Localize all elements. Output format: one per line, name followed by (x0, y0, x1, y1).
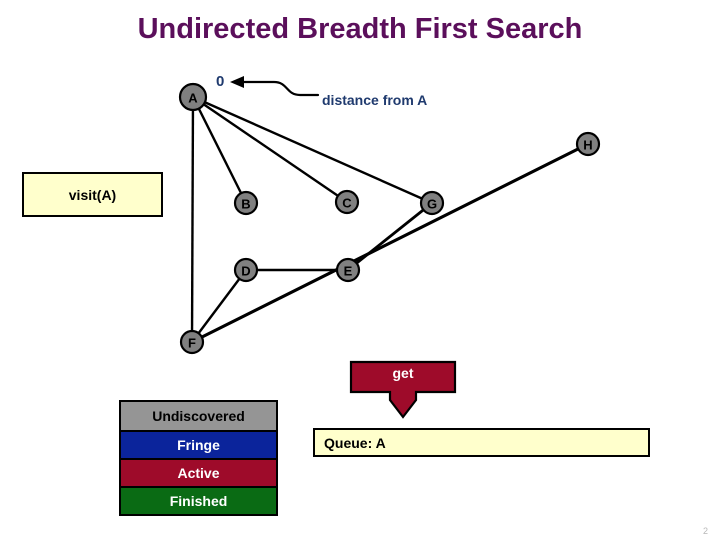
legend-item-undiscovered[interactable]: Undiscovered (121, 402, 276, 430)
state-legend: Undiscovered Fringe Active Finished (119, 400, 278, 516)
get-block-arrow[interactable] (349, 360, 457, 419)
node-E[interactable]: E (335, 257, 361, 283)
legend-item-undiscovered-label: Undiscovered (152, 408, 245, 424)
node-C-label: C (342, 196, 352, 211)
legend-item-fringe-label: Fringe (177, 437, 220, 453)
curved-arrow-to-distance-label (230, 76, 320, 97)
edge-A-F (190, 96, 195, 343)
distance-caption-label: distance from A (322, 92, 428, 108)
visit-call-box: visit(A) (22, 172, 163, 217)
node-B[interactable]: B (233, 190, 259, 216)
node-A[interactable]: A (178, 82, 208, 112)
node-D-label: D (241, 264, 250, 279)
node-E-label: E (344, 264, 353, 279)
edge-E-G (347, 201, 433, 272)
legend-item-finished-label: Finished (169, 493, 228, 509)
edge-A-G (192, 95, 433, 205)
edge-D-F (191, 269, 247, 343)
node-F-label: F (188, 336, 196, 351)
get-button-label: get (392, 365, 414, 381)
graph-nodes: A B C D E F G (178, 82, 601, 355)
legend-item-finished[interactable]: Finished (121, 486, 276, 514)
legend-item-active-label: Active (177, 465, 220, 481)
node-G-label: G (427, 197, 437, 212)
node-C[interactable]: C (334, 189, 360, 215)
page-number: 2 (702, 526, 708, 536)
queue-display: Queue: A (313, 428, 650, 457)
node-F[interactable]: F (179, 329, 205, 355)
node-G[interactable]: G (419, 190, 445, 216)
node-D[interactable]: D (233, 257, 259, 283)
node-B-label: B (241, 197, 250, 212)
node-H-label: H (583, 138, 592, 153)
graph-edges (190, 95, 589, 344)
edge-A-C (192, 96, 348, 203)
edge-A-B (191, 96, 248, 204)
legend-item-active[interactable]: Active (121, 458, 276, 486)
get-button[interactable]: get (350, 360, 456, 420)
edge-F-H (191, 142, 589, 344)
page-title: Undirected Breadth First Search (137, 13, 583, 45)
node-H[interactable]: H (575, 131, 601, 157)
queue-text: Queue: A (324, 434, 386, 451)
distance-value-label: 0 (216, 73, 225, 90)
legend-item-fringe[interactable]: Fringe (121, 430, 276, 458)
node-A-label: A (188, 91, 198, 106)
